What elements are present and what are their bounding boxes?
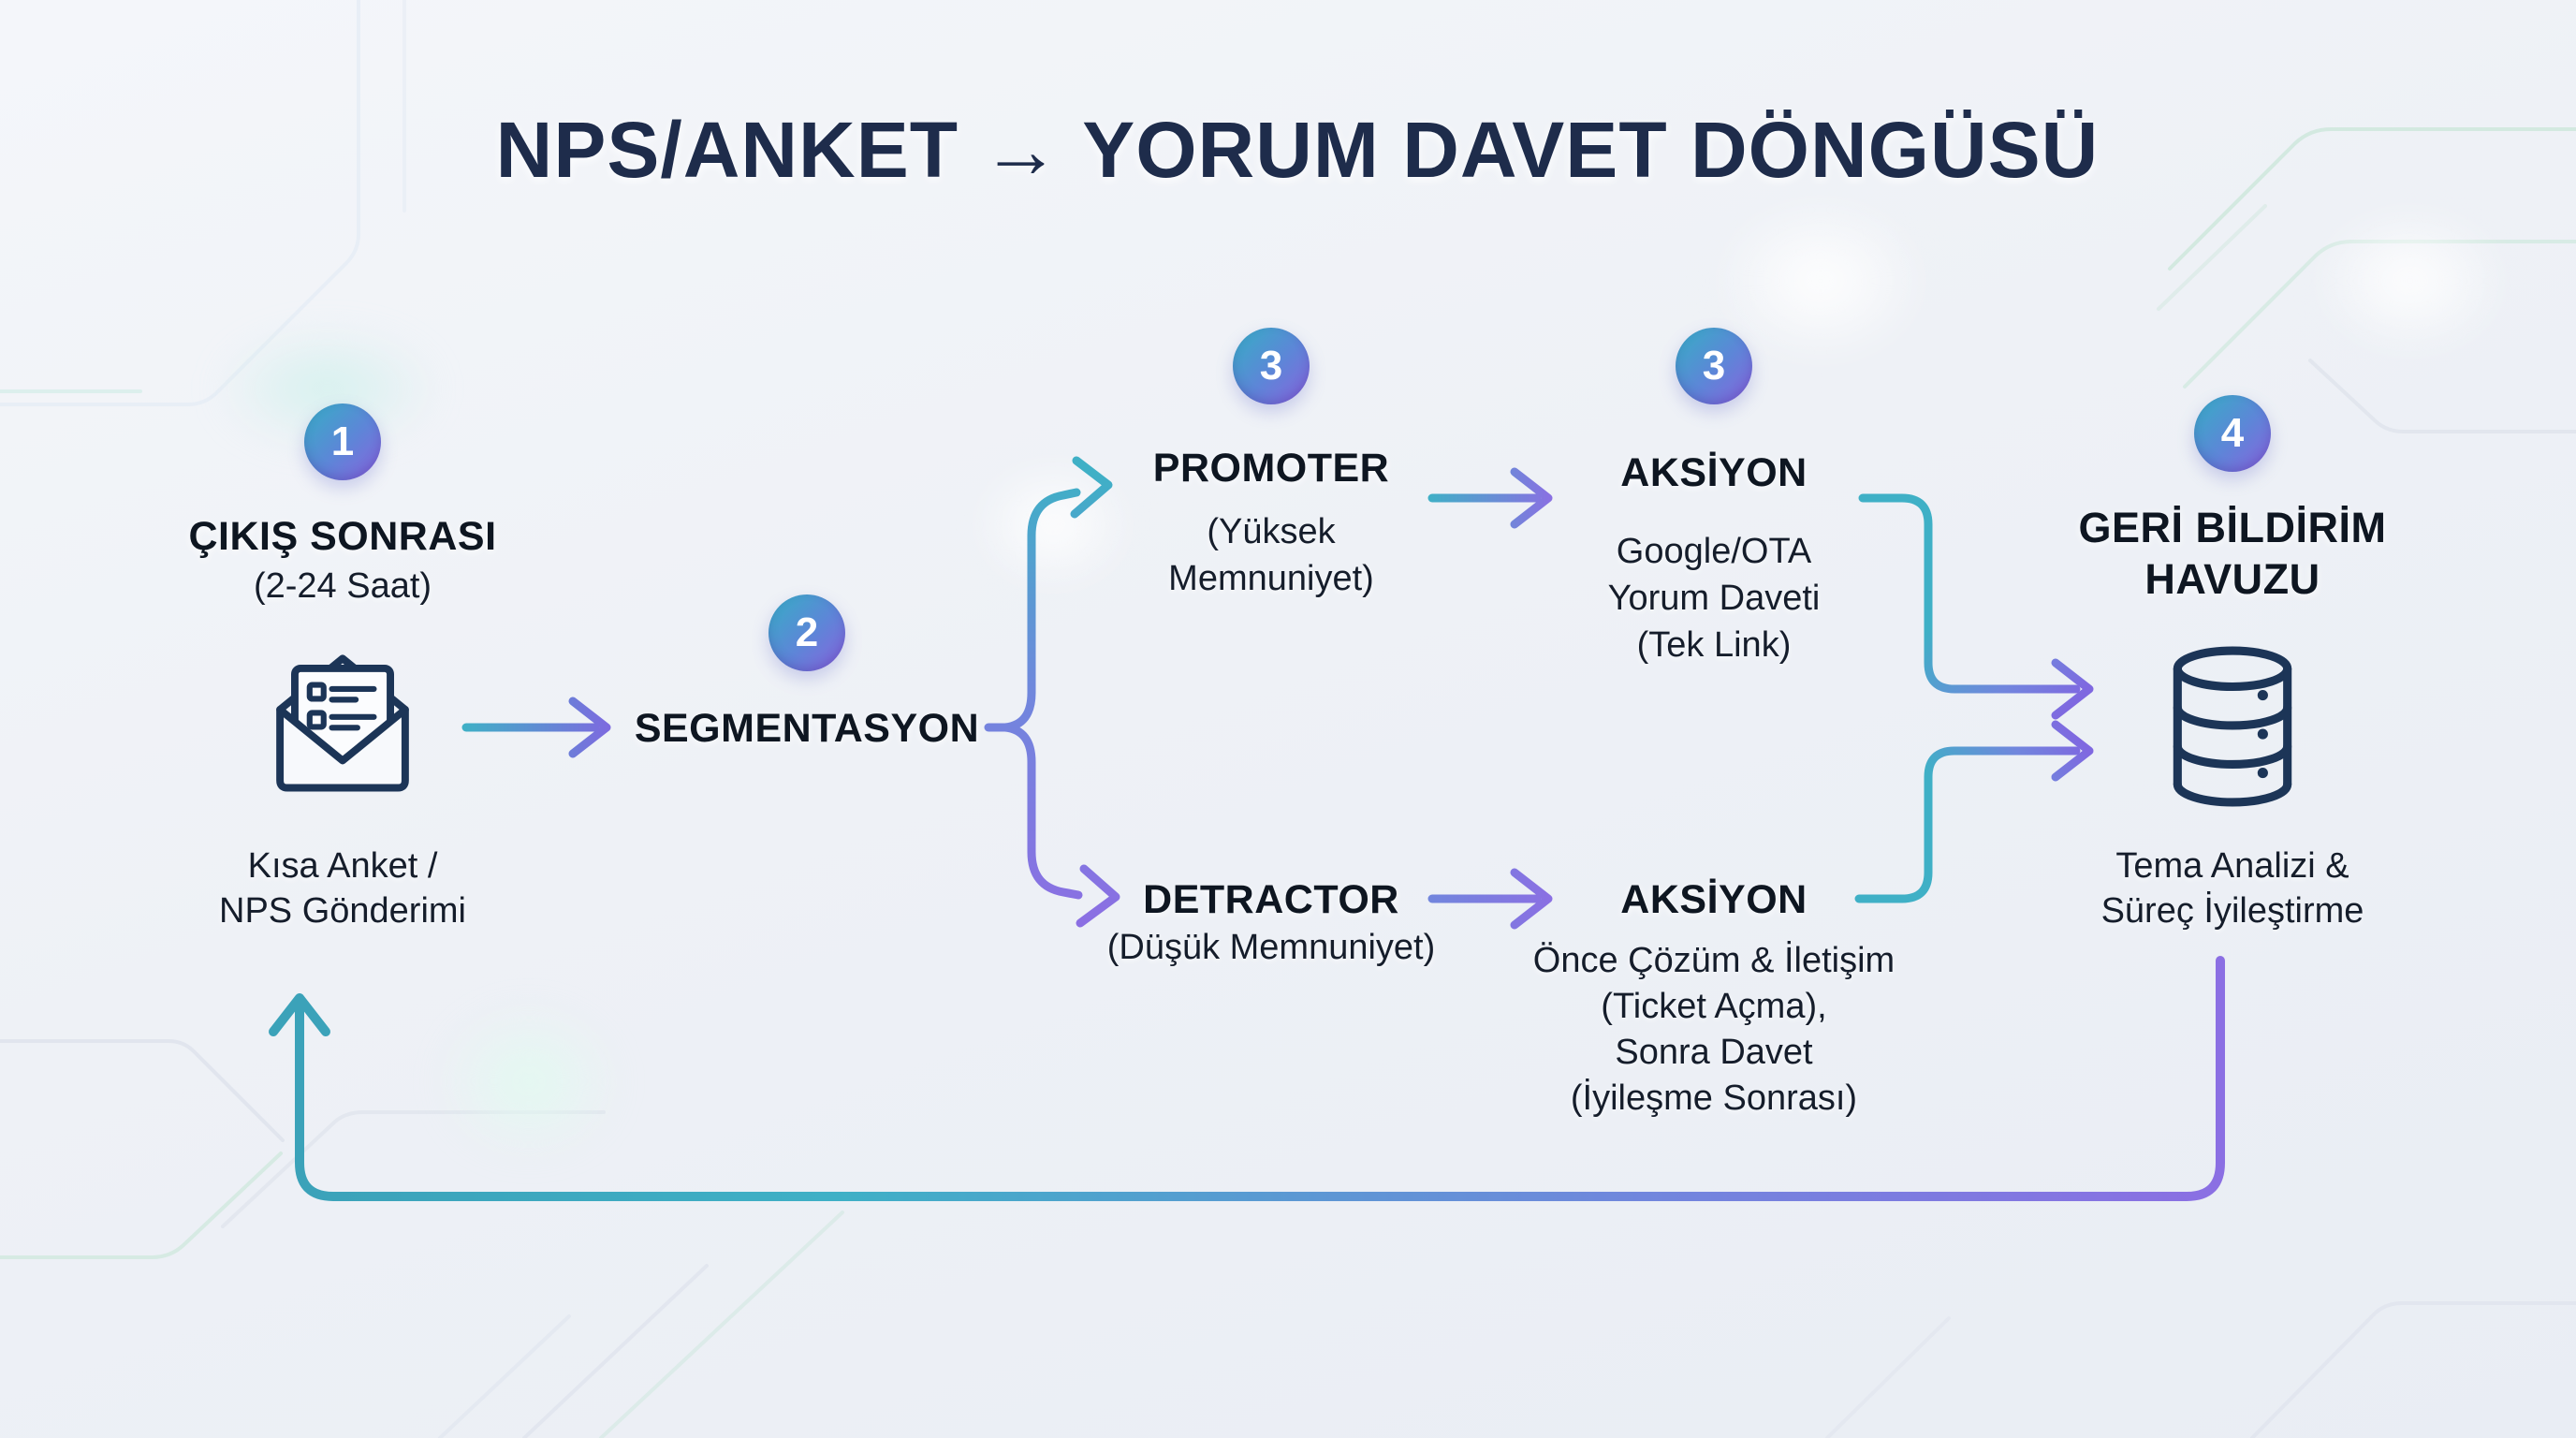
arrowhead-icon <box>568 697 611 758</box>
feedback-pool-caption: Tema Analizi & Süreç İyileştirme <box>2101 844 2364 933</box>
step-badge-3-action: 3 <box>1676 328 1752 404</box>
promoter-subtitle-line1: (Yüksek <box>1207 512 1336 551</box>
survey-envelope-icon <box>276 654 409 792</box>
step-badge-4: 4 <box>2194 395 2271 472</box>
step-badge-2: 2 <box>768 594 845 671</box>
step-badge-1: 1 <box>304 404 381 480</box>
step-badge-3-promoter: 3 <box>1233 328 1310 404</box>
fork-branch-down <box>1001 723 1083 900</box>
circuit-trace <box>599 1211 844 1438</box>
arrow-detractor-to-action <box>1427 868 1553 930</box>
action-detractor-line3: Sonra Davet <box>1615 1033 1813 1072</box>
circuit-trace <box>2157 204 2267 311</box>
connector-line <box>1858 493 2081 694</box>
fork-branch-up <box>1001 488 1081 732</box>
circuit-trace <box>0 1152 283 1259</box>
arrow-step1-to-segmentation <box>461 697 611 758</box>
circuit-trace <box>1825 1316 1951 1438</box>
arrowhead-icon <box>1070 456 1113 519</box>
circuit-trace <box>522 1264 709 1438</box>
step1-subtitle: (2-24 Saat) <box>253 566 432 606</box>
db-indicator-dots <box>2257 690 2268 779</box>
connector-action-detractor-to-pool <box>1854 720 2094 903</box>
action-detractor-title: AKSİYON <box>1620 877 1808 922</box>
promoter-subtitle-line2: Memnuniyet) <box>1168 559 1374 598</box>
arrowhead-icon <box>2051 720 2094 782</box>
feedback-pool-title: GERİ BİLDİRİM HAVUZU <box>2079 502 2387 605</box>
loop-line <box>295 956 2225 1201</box>
arrowhead-icon <box>1510 868 1553 930</box>
db-divider-2 <box>2173 741 2292 769</box>
circuit-trace <box>221 1110 606 1228</box>
circuit-trace <box>2168 127 2576 271</box>
arrowhead-icon <box>1076 864 1120 928</box>
promoter-subtitle: (Yüksek Memnuniyet) <box>1168 508 1374 602</box>
feedback-pool-title-line2: HAVUZU <box>2144 555 2320 603</box>
feedback-loop-connector <box>269 956 2225 1201</box>
db-bottom <box>2173 780 2292 807</box>
page-title: NPS/ANKET → YORUM DAVET DÖNGÜSÜ <box>495 106 2100 194</box>
action-promoter-detail: Google/OTA Yorum Daveti (Tek Link) <box>1608 528 1821 668</box>
db-divider-1 <box>2173 703 2292 730</box>
action-promoter-line1: Google/OTA <box>1616 532 1812 571</box>
arrowhead-icon <box>2051 658 2094 720</box>
action-promoter-line2: Yorum Daveti <box>1607 579 1821 618</box>
action-detractor-line1: Önce Çözüm & İletişim <box>1532 941 1895 980</box>
circuit-trace <box>0 1039 285 1142</box>
promoter-title: PROMOTER <box>1152 446 1390 491</box>
detractor-subtitle: (Düşük Memnuniyet) <box>1106 928 1436 967</box>
detractor-title: DETRACTOR <box>1143 877 1399 922</box>
circuit-trace <box>2250 1301 2576 1438</box>
step1-caption-line1: Kısa Anket / <box>247 846 438 886</box>
step1-caption: Kısa Anket / NPS Gönderimi <box>219 844 466 933</box>
arrowhead-icon <box>269 993 330 1036</box>
action-detractor-detail: Önce Çözüm & İletişim (Ticket Açma), Son… <box>1533 938 1895 1122</box>
action-promoter-title: AKSİYON <box>1620 450 1808 495</box>
segmentation-branch-fork <box>984 456 1120 928</box>
connector-action-promoter-to-pool <box>1858 493 2094 720</box>
segmentation-title: SEGMENTASYON <box>634 706 980 751</box>
action-detractor-line2: (Ticket Açma), <box>1601 987 1827 1026</box>
circuit-trace <box>2308 359 2576 433</box>
circuit-trace <box>438 1314 571 1438</box>
survey-card-content <box>306 682 377 731</box>
step1-caption-line2: NPS Gönderimi <box>219 891 466 931</box>
feedback-pool-title-line1: GERİ BİLDİRİM <box>2078 504 2387 551</box>
envelope-body <box>276 705 409 792</box>
feedback-pool-caption-line2: Süreç İyileştirme <box>2100 891 2364 931</box>
database-icon <box>2173 646 2292 807</box>
action-promoter-line3: (Tek Link) <box>1636 625 1792 665</box>
action-detractor-line4: (İyileşme Sonrası) <box>1570 1078 1858 1118</box>
connector-line <box>1854 746 2081 903</box>
arrowhead-icon <box>1510 467 1553 529</box>
feedback-pool-caption-line1: Tema Analizi & <box>2115 846 2349 886</box>
step1-title: ÇIKIŞ SONRASI <box>188 514 497 559</box>
db-top-disc <box>2173 646 2292 692</box>
arrow-promoter-to-action <box>1427 467 1553 529</box>
